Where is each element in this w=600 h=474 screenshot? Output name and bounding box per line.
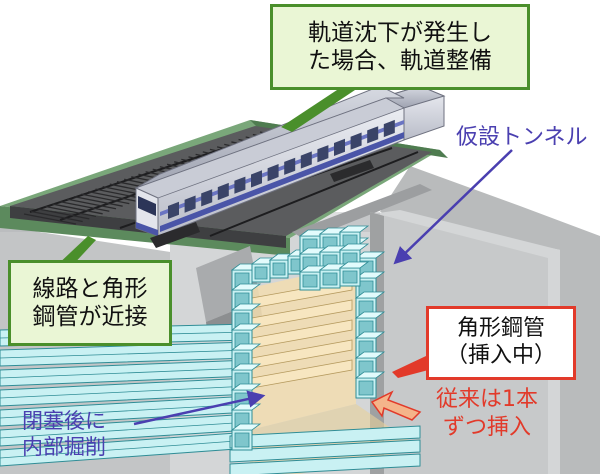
train-window bbox=[284, 157, 296, 175]
train-window bbox=[251, 170, 262, 188]
train-window bbox=[334, 138, 345, 156]
callout-line: （挿入中） bbox=[445, 343, 556, 368]
sleeper bbox=[38, 208, 90, 220]
sleeper bbox=[66, 198, 117, 210]
callout-line: 角形鋼管 bbox=[456, 316, 545, 342]
pointer-arrows bbox=[54, 90, 513, 426]
label-line: 従来は1本 bbox=[436, 387, 538, 412]
callout-line: た場合、軌道整備 bbox=[308, 48, 492, 74]
long-pipe bbox=[229, 439, 421, 463]
sleeper bbox=[59, 200, 110, 212]
train-window bbox=[184, 195, 196, 213]
train-windows bbox=[168, 119, 395, 219]
sleeper bbox=[81, 193, 130, 205]
train-window bbox=[168, 201, 179, 219]
train-window bbox=[201, 189, 213, 207]
train-window bbox=[267, 164, 279, 182]
steel-pipe-cell bbox=[338, 243, 370, 269]
callout-line: 線路と角形 bbox=[32, 275, 148, 302]
label-line: ずつ挿入 bbox=[442, 414, 531, 440]
train-window bbox=[317, 145, 329, 163]
callout-steel-pipe: 角形鋼管 （挿入中） bbox=[426, 306, 576, 380]
long-pipe bbox=[229, 453, 421, 474]
train-window bbox=[217, 182, 229, 201]
sleeper bbox=[45, 205, 97, 218]
label-line: 内部掘削 bbox=[22, 435, 106, 460]
steel-pipe-cell bbox=[230, 343, 262, 371]
steel-pipe-cell bbox=[354, 351, 386, 379]
sleeper bbox=[23, 213, 77, 225]
label-excavation-note: 閉塞後に 内部掘削 bbox=[22, 408, 106, 461]
steel-pipe-cell bbox=[230, 423, 262, 451]
sleeper bbox=[88, 190, 137, 202]
sleeper bbox=[31, 210, 83, 223]
train bbox=[134, 85, 446, 248]
steel-pipe-cell bbox=[354, 371, 386, 399]
callout-track-proximity: 線路と角形 鋼管が近接 bbox=[8, 260, 172, 346]
train-window bbox=[367, 126, 379, 144]
label-insertion-note: 従来は1本 ずつ挿入 bbox=[436, 386, 538, 441]
sleeper bbox=[73, 195, 123, 207]
train-window bbox=[383, 119, 395, 138]
long-pipe bbox=[229, 425, 421, 449]
train-window bbox=[234, 176, 246, 194]
sleeper bbox=[95, 188, 143, 200]
callout-line: 軌道沈下が発生し bbox=[308, 19, 492, 46]
train-window bbox=[350, 132, 362, 150]
callout-track-maintenance: 軌道沈下が発生し た場合、軌道整備 bbox=[270, 4, 530, 90]
sleeper bbox=[52, 203, 103, 215]
label-temporary-tunnel: 仮設トンネル bbox=[456, 125, 588, 150]
callout-line: 鋼管が近接 bbox=[32, 304, 148, 330]
label-line: 閉塞後に bbox=[22, 409, 106, 433]
train-window bbox=[300, 151, 312, 169]
steel-pipe-cell bbox=[338, 261, 370, 287]
